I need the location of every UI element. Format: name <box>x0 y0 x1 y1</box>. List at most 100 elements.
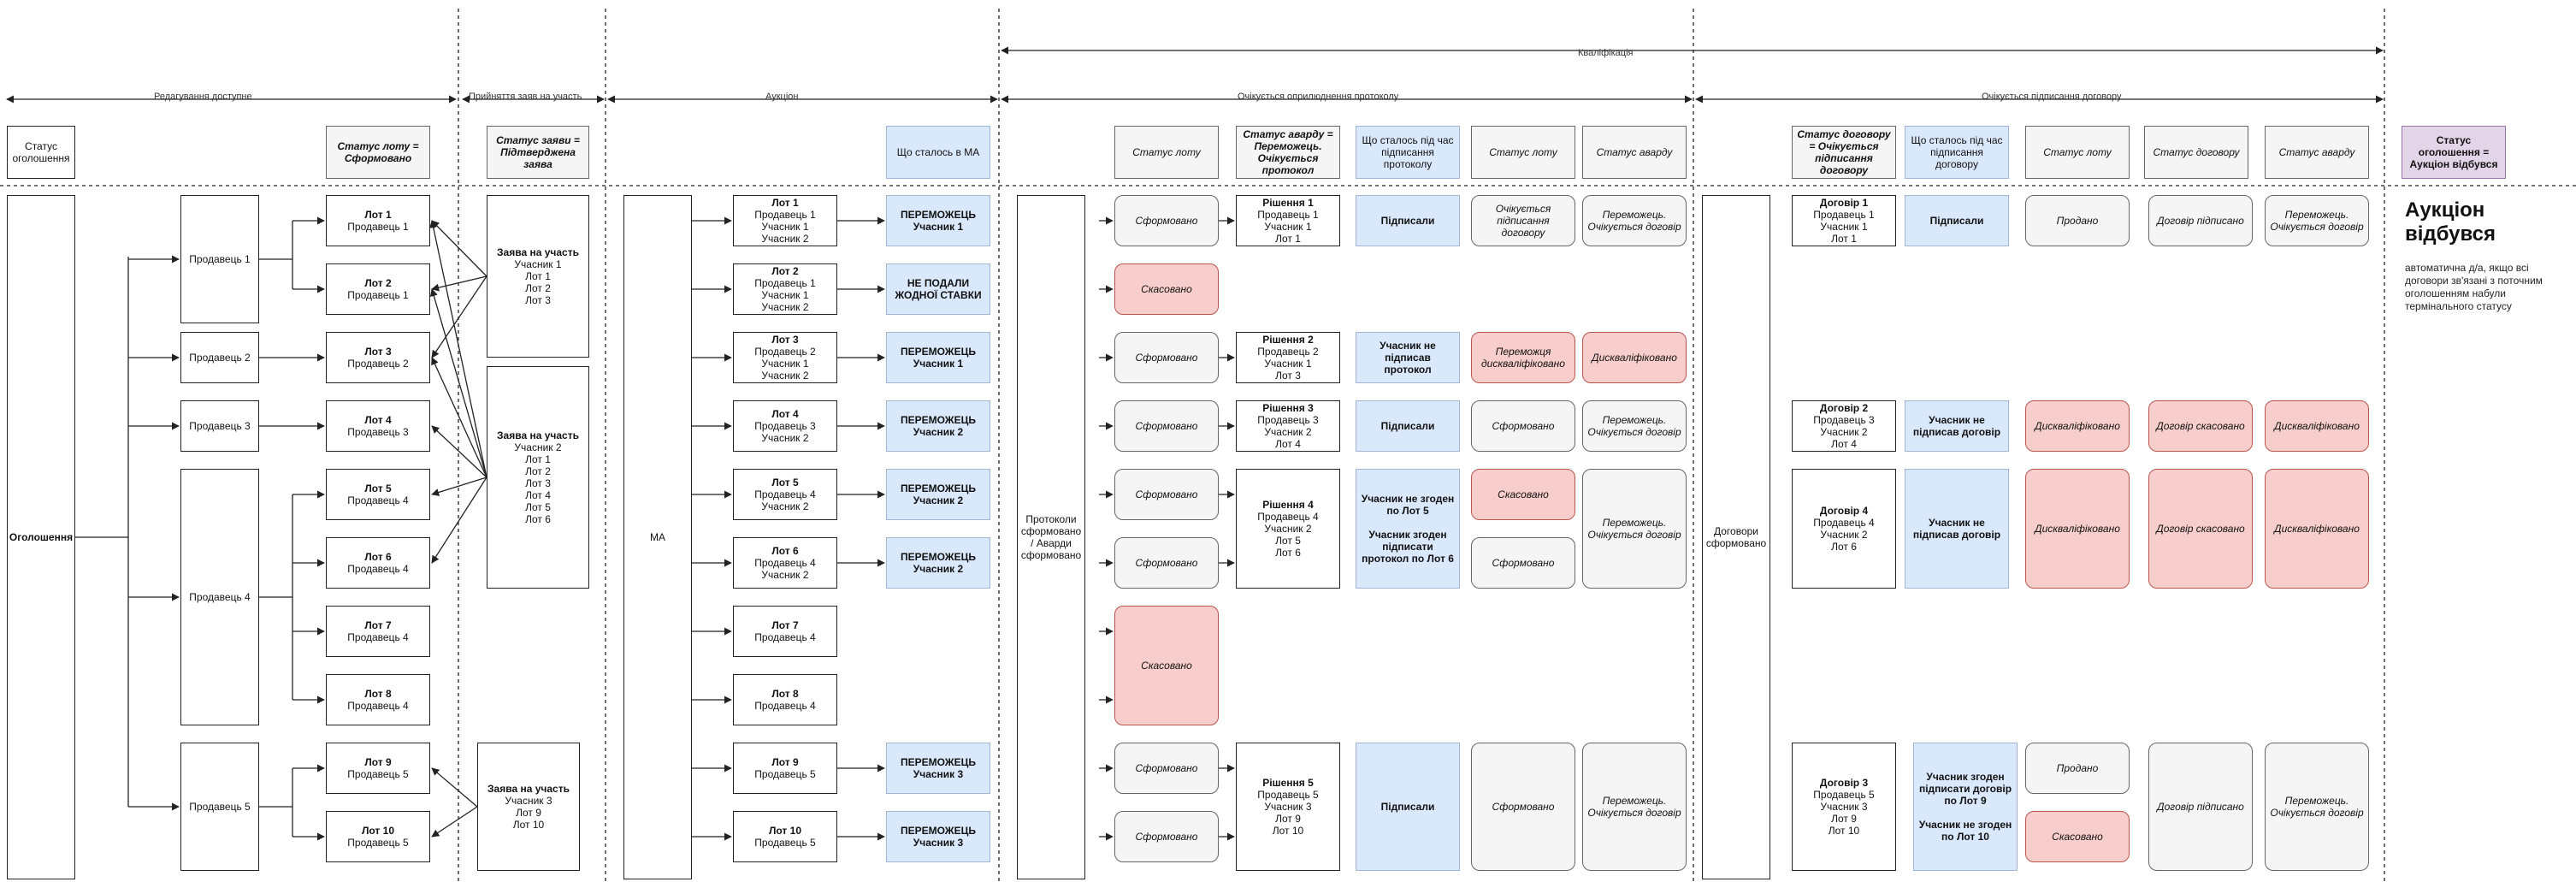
result-title: Аукціон відбувся <box>2405 198 2496 246</box>
bid-box-title: Заява на участь <box>487 783 570 795</box>
auction-lot-box-line: Продавець 5 <box>754 837 816 849</box>
contract-box-line: Лот 9 <box>1831 813 1857 825</box>
bid-box-line: Лот 6 <box>525 513 551 525</box>
q-lot-status-box: Сформовано <box>1114 743 1219 794</box>
auction-lot-box-line: Продавець 2 <box>754 346 816 358</box>
contract-box-line: Лот 6 <box>1831 541 1857 553</box>
protocols-box-line: Протоколи сформовано / Аварди сформовано <box>1020 513 1082 561</box>
auction-lot-box-title: Лот 8 <box>771 688 799 700</box>
section-protocol: Очікується оприлюднення протоколу <box>1238 92 1399 102</box>
q-lot-status-box: Скасовано <box>1114 606 1219 725</box>
section-accept: Прийняття заяв на участь <box>469 92 582 102</box>
contracts-formed-box: Договори сформовано <box>1702 195 1770 879</box>
contract-box-line: Продавець 1 <box>1813 209 1875 221</box>
decision-box-line: Учасник 1 <box>1264 358 1312 370</box>
decision-box-line: Продавець 3 <box>1257 414 1319 426</box>
q-lot-status-3-box: Переможця дискваліфіковано <box>1471 332 1575 383</box>
auction-lot-box-title: Лот 2 <box>771 265 799 277</box>
decision-box-line: Продавець 5 <box>1257 789 1319 801</box>
final-contract-status-box: Договір скасовано <box>2148 400 2253 452</box>
decision-box-line: Продавець 4 <box>1257 511 1319 523</box>
header-lot-status-2: Статус лоту <box>1114 126 1219 179</box>
connector <box>431 275 487 292</box>
bid-box-title: Заява на участь <box>497 429 579 441</box>
seller-box-line: Продавець 1 <box>189 253 251 265</box>
protocol-event-box: Учасник не згоден по Лот 5 Учасник згоде… <box>1356 469 1460 589</box>
seller-box: Продавець 5 <box>180 743 259 871</box>
connector <box>431 275 487 358</box>
contract-box-line: Лот 1 <box>1831 233 1857 245</box>
auction-lot-box-title: Лот 7 <box>771 619 799 631</box>
section-auction: Аукціон <box>765 92 799 102</box>
auction-lot-box-line: Учасник 2 <box>761 432 809 444</box>
ma-result-box: ПЕРЕМОЖЕЦЬ Учасник 1 <box>886 332 990 383</box>
header-bid-status: Статус заяви = Підтверджена заява <box>487 126 589 179</box>
result-note: автоматична д/а, якщо всі договори зв'яз… <box>2405 262 2543 312</box>
award-status-2-box: Переможець. Очікується договір <box>1582 195 1687 246</box>
seller-box: Продавець 2 <box>180 332 259 383</box>
header-lot-status-4: Статус лоту <box>2025 126 2130 179</box>
decision-box-line: Учасник 2 <box>1264 523 1312 535</box>
contract-event-box: Учасник не підписав договір <box>1905 400 2009 452</box>
final-contract-status-box: Договір підписано <box>2148 195 2253 246</box>
decision-box-line: Продавець 1 <box>1257 209 1319 221</box>
ma-box: МА <box>623 195 692 879</box>
bid-box-line: Лот 3 <box>525 477 551 489</box>
protocols-box: Протоколи сформовано / Аварди сформовано <box>1017 195 1085 879</box>
ma-result-box: ПЕРЕМОЖЕЦЬ Учасник 3 <box>886 743 990 794</box>
final-lot-status-box: Скасовано <box>2025 811 2130 862</box>
auction-lot-box-line: Продавець 1 <box>754 209 816 221</box>
lot-box-line: Продавець 4 <box>347 494 409 506</box>
connector <box>429 288 487 478</box>
award-status-2-box: Переможець. Очікується договір <box>1582 400 1687 452</box>
connector <box>431 767 478 808</box>
seller-box: Продавець 1 <box>180 195 259 323</box>
decision-box-line: Лот 3 <box>1275 370 1301 382</box>
contract-box-title: Договір 3 <box>1819 777 1869 789</box>
auction-lot-box-title: Лот 6 <box>771 545 799 557</box>
q-lot-status-box: Сформовано <box>1114 400 1219 452</box>
lot-box-line: Продавець 1 <box>347 221 409 233</box>
final-award-status-box: Дискваліфіковано <box>2265 400 2369 452</box>
lot-box-title: Лот 5 <box>364 482 392 494</box>
bid-box-line: Лот 3 <box>525 294 551 306</box>
lot-box-title: Лот 6 <box>364 551 392 563</box>
connector <box>431 477 487 564</box>
header-ma-happened: Що сталось в МА <box>886 126 990 179</box>
contract-box-title: Договір 2 <box>1819 402 1869 414</box>
final-lot-status-box: Дискваліфіковано <box>2025 400 2130 452</box>
q-lot-status-box: Сформовано <box>1114 469 1219 520</box>
auction-lot-box-line: Учасник 2 <box>761 370 809 382</box>
q-lot-status-3-box: Сформовано <box>1471 743 1575 871</box>
header-protocol-signing: Що сталось під час підписання протоколу <box>1356 126 1460 179</box>
final-award-status-box: Переможець. Очікується договір <box>2265 743 2369 871</box>
bid-box-line: Учасник 3 <box>505 795 552 807</box>
bid-box-line: Лот 1 <box>525 453 551 465</box>
ma-result-box: ПЕРЕМОЖЕЦЬ Учасник 1 <box>886 195 990 246</box>
lot-box-title: Лот 4 <box>364 414 392 426</box>
header-lot-status-3: Статус лоту <box>1471 126 1575 179</box>
ma-result-box: ПЕРЕМОЖЕЦЬ Учасник 3 <box>886 811 990 862</box>
q-lot-status-3-box: Очікується підписання договору <box>1471 195 1575 246</box>
lot-box-line: Продавець 5 <box>347 768 409 780</box>
auction-lot-box-line: Учасник 1 <box>761 358 809 370</box>
seller-box-line: Продавець 2 <box>189 352 251 364</box>
